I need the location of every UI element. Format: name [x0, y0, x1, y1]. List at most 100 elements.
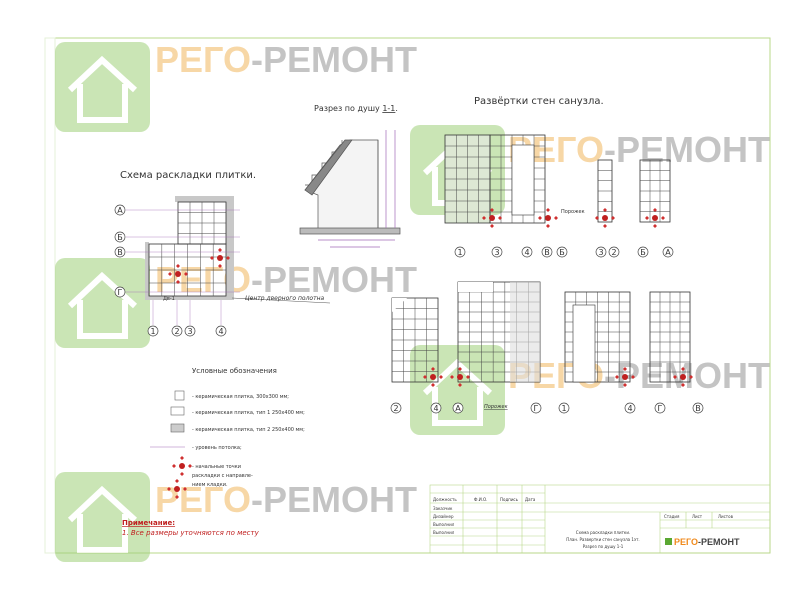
plan-axis-letter: В [117, 248, 123, 257]
elevation-tile-grids [391, 134, 691, 383]
marker-arrow [498, 216, 502, 220]
start-marker [423, 367, 443, 387]
marker-arrow [180, 456, 184, 460]
tb-logo: РЕГО-РЕМОНТ [674, 537, 740, 547]
marker-arrow [681, 367, 685, 371]
tb-stage-header: Листов [718, 514, 734, 519]
tb-description: Разрез по душу 1-1 [583, 544, 624, 549]
elevation-axis-top: 2 [611, 248, 616, 257]
elevation-axis-bottom-bubble [654, 402, 666, 414]
tb-header: Должность [433, 497, 457, 502]
marker-dot [652, 215, 658, 221]
marker-arrow [183, 487, 187, 491]
elevation-axis-top-bubble [595, 246, 607, 258]
elevation-axis-bottom-bubble [558, 402, 570, 414]
start-marker [168, 264, 188, 284]
elevation-axis-top: Б [559, 248, 565, 257]
watermark-5: РЕГО-РЕМОНТ [508, 355, 770, 396]
tb-stage-header: Лист [692, 514, 703, 519]
start-marker [172, 456, 192, 476]
legend-item: нием кладки. [192, 482, 228, 488]
elevation-axis-bottom: А [455, 404, 461, 413]
marker-arrow [623, 367, 627, 371]
watermark-1: РЕГО-РЕМОНТ [155, 39, 417, 80]
marker-dot [622, 374, 628, 380]
tb-header: Ф.И.О. [474, 497, 487, 502]
elevation-axis-top: В [544, 248, 550, 257]
plan-axis-number-bubble [171, 325, 183, 337]
slope-cut [392, 298, 407, 312]
marker-arrow [458, 383, 462, 387]
marker-dot [430, 374, 436, 380]
marker-arrow [172, 464, 176, 468]
elevation-axis-bottom-bubble [692, 402, 704, 414]
tb-role: Выполнил [433, 522, 455, 527]
marker-arrow [210, 256, 214, 260]
marker-arrow [673, 375, 677, 379]
legend-title: Условные обозначения [192, 367, 277, 375]
plan-axis-letter: Г [118, 288, 123, 297]
elevation-A-G [457, 281, 541, 383]
elevation-2-4 [391, 297, 439, 383]
marker-arrow [603, 224, 607, 228]
marker-dot [457, 374, 463, 380]
marker-arrow [184, 272, 188, 276]
title-block [429, 484, 771, 554]
tile-type2-zone [510, 282, 540, 382]
note-title: Примечание: [122, 519, 175, 527]
marker-arrow [623, 383, 627, 387]
plan-tiles-shower [177, 201, 227, 245]
house-icon [67, 55, 138, 123]
elevation-axis-top-bubble [637, 246, 649, 258]
marker-dot [545, 215, 551, 221]
plan-axis-letter-bubble [114, 204, 126, 216]
plan-title: Схема раскладки плитки. [120, 170, 256, 181]
marker-arrow [167, 487, 171, 491]
elevation-3-2 [597, 159, 613, 223]
elevation-axis-bottom-bubble [390, 402, 402, 414]
plan-axis-number-bubble [215, 325, 227, 337]
ceiling-cut [458, 282, 493, 292]
marker-arrow [431, 383, 435, 387]
section-drawing [299, 130, 401, 248]
marker-arrow [168, 272, 172, 276]
elevation-axis-top-bubble [521, 246, 533, 258]
elevation-axis-bottom-bubble [624, 402, 636, 414]
tb-role: Дизайнер [433, 514, 454, 519]
start-marker [673, 367, 693, 387]
plan-axis-number: 3 [187, 327, 192, 336]
threshold-label-bottom: Порожек [484, 404, 508, 410]
marker-arrow [458, 367, 462, 371]
elevation-axis-bottom-bubble [530, 402, 542, 414]
legend-swatch-type1 [170, 406, 185, 416]
elevation-axis-top-bubble [608, 246, 620, 258]
watermark-2: РЕГО-РЕМОНТ [155, 259, 417, 300]
start-point-markers [167, 208, 693, 499]
marker-arrow [653, 208, 657, 212]
marker-arrow [450, 375, 454, 379]
elevation-axis-bottom: 2 [393, 404, 398, 413]
marker-arrow [175, 479, 179, 483]
elevation-axis-bottom: Г [658, 404, 663, 413]
start-marker [538, 208, 558, 228]
elevation-3-4 [489, 134, 546, 224]
plan-axis-number: 1 [150, 327, 155, 336]
marker-dot [179, 463, 185, 469]
start-marker [210, 248, 230, 268]
marker-arrow [490, 208, 494, 212]
marker-arrow [226, 256, 230, 260]
marker-arrow [554, 216, 558, 220]
tb-role: Заказчик [433, 506, 453, 511]
elevation-axis-bottom: В [695, 404, 701, 413]
marker-dot [602, 215, 608, 221]
elevation-axis-top: 1 [457, 248, 462, 257]
marker-arrow [482, 216, 486, 220]
marker-dot [217, 255, 223, 261]
marker-arrow [423, 375, 427, 379]
start-marker [645, 208, 665, 228]
legend-item: - уровень потолка; [192, 445, 242, 451]
house-logo [410, 345, 505, 435]
plan-axis-letter-bubble [114, 246, 126, 258]
